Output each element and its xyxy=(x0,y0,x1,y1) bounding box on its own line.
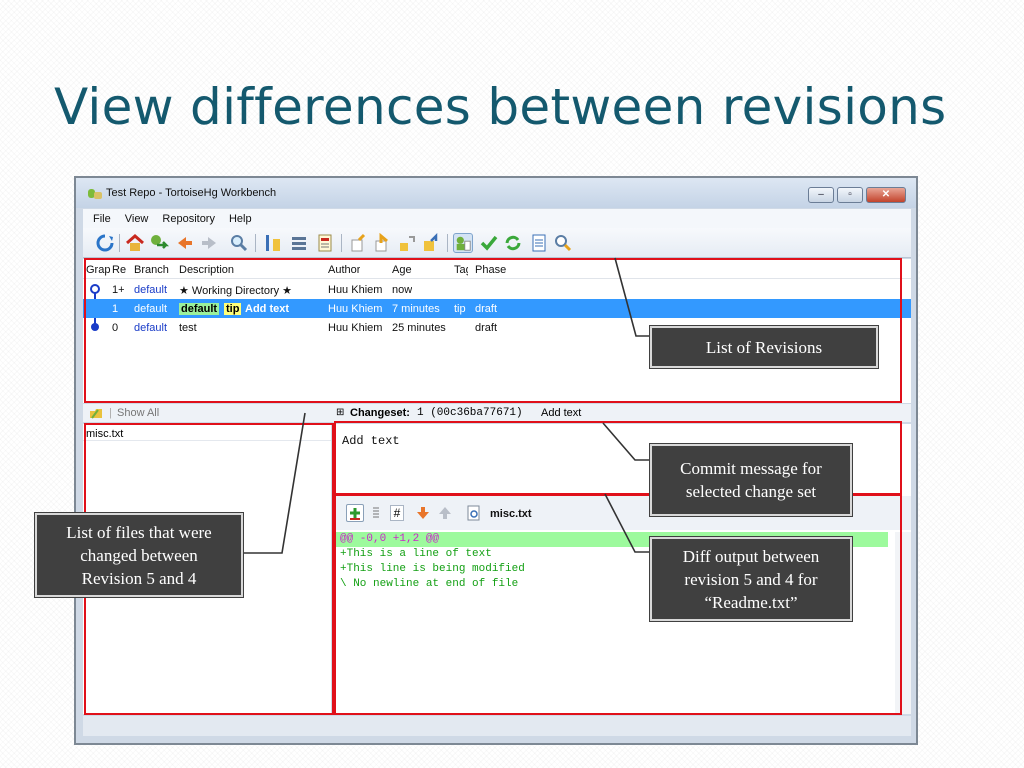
sync-icon[interactable] xyxy=(421,232,441,253)
rev-phase: draft xyxy=(475,322,498,334)
show-all-button[interactable]: Show All xyxy=(117,407,160,419)
filter-folder-icon[interactable] xyxy=(89,406,103,423)
branch-tag-badge: default xyxy=(179,303,220,315)
rev-age: now xyxy=(392,284,413,296)
callout-text: Revision 5 and 4 xyxy=(81,568,197,588)
callout-text: List of files that were xyxy=(66,522,212,542)
file-list-item[interactable]: misc.txt xyxy=(83,424,331,441)
diff-scrollbar[interactable] xyxy=(895,532,911,714)
rev-branch: default xyxy=(134,322,168,334)
repository-stack-icon[interactable] xyxy=(289,233,309,253)
annotate-icon[interactable] xyxy=(372,506,380,520)
rev-age: 7 minutes xyxy=(392,303,440,315)
menu-view[interactable]: View xyxy=(124,212,149,225)
slide-title: View differences between revisions xyxy=(54,78,947,136)
callout-text: Diff output between xyxy=(682,546,820,566)
rev-author: Huu Khiem xyxy=(328,284,383,296)
refresh-icon[interactable] xyxy=(95,233,115,253)
minimize-button[interactable]: – xyxy=(808,187,834,203)
revision-row-1-selected[interactable]: 1 default default tip Add text Huu Khiem… xyxy=(83,299,911,318)
callout-text: “Readme.txt” xyxy=(704,592,798,612)
log-document-icon[interactable] xyxy=(315,233,335,253)
column-tag[interactable]: Tag xyxy=(454,264,468,276)
column-age[interactable]: Age xyxy=(392,264,412,276)
revision-table-header: Grap Rev Branch Description Author Age T… xyxy=(83,259,911,279)
menu-repository[interactable]: Repository xyxy=(162,212,215,225)
rev-author: Huu Khiem xyxy=(328,303,383,315)
back-arrow-icon[interactable] xyxy=(175,233,195,253)
column-graph[interactable]: Grap xyxy=(86,264,110,276)
rev-number: 1+ xyxy=(112,284,125,296)
diff-line: \ No newline at end of file xyxy=(340,578,519,590)
revision-row-working-directory[interactable]: 1+ default ★ Working Directory ★ Huu Khi… xyxy=(83,280,911,299)
callout-text: List of Revisions xyxy=(705,337,823,357)
forward-arrow-icon[interactable] xyxy=(199,233,219,253)
next-hunk-arrow-icon[interactable] xyxy=(416,506,430,520)
changeset-info-bar: | Show All ⊞ Changeset: 1 (00c36ba77671)… xyxy=(83,404,911,422)
column-phase[interactable]: Phase xyxy=(475,264,507,276)
maximize-button[interactable]: ▫ xyxy=(837,187,863,203)
search-icon[interactable] xyxy=(229,233,249,253)
tortoisehg-app-icon xyxy=(88,187,102,200)
title-bar: Test Repo - TortoiseHg Workbench – ▫ ✕ xyxy=(76,178,916,208)
file-search-icon[interactable] xyxy=(466,505,482,521)
rev-branch: default xyxy=(134,284,168,296)
changeset-summary: Add text xyxy=(541,407,582,419)
column-rev[interactable]: Rev xyxy=(112,264,126,276)
menu-file[interactable]: File xyxy=(93,212,111,225)
menu-bar: File View Repository Help xyxy=(83,209,911,228)
revision-row-0[interactable]: 0 default test Huu Khiem 25 minutes draf… xyxy=(83,318,911,337)
goto-icon[interactable] xyxy=(149,233,170,253)
rev-phase: draft xyxy=(475,303,498,315)
column-branch[interactable]: Branch xyxy=(134,264,169,276)
rev-description: Add text xyxy=(245,303,289,315)
add-diff-icon[interactable] xyxy=(346,504,364,522)
callout-changed-files: List of files that were changed between … xyxy=(34,512,244,598)
workbench-view-icon[interactable] xyxy=(453,233,473,253)
callout-list-of-revisions: List of Revisions xyxy=(649,325,879,369)
rev-description: test xyxy=(179,322,197,334)
rev-branch: default xyxy=(134,303,168,315)
rev-age: 25 minutes xyxy=(392,322,446,334)
grep-search-icon[interactable] xyxy=(553,233,573,253)
pull-icon[interactable] xyxy=(373,232,393,253)
checkmark-icon[interactable] xyxy=(479,233,499,253)
branch-graph-icon[interactable] xyxy=(263,233,283,253)
callout-text: Commit message for xyxy=(680,459,822,478)
diff-line: +This is a line of text xyxy=(340,548,492,560)
rev-author: Huu Khiem xyxy=(328,322,383,334)
commit-icon[interactable] xyxy=(349,233,369,253)
column-author[interactable]: Author xyxy=(328,264,361,276)
home-icon[interactable] xyxy=(125,233,145,253)
main-toolbar xyxy=(83,228,911,258)
close-button[interactable]: ✕ xyxy=(866,187,906,203)
rev-number: 0 xyxy=(112,322,119,334)
callout-text: revision 5 and 4 for xyxy=(684,569,818,589)
diff-line: @@ -0,0 +1,2 @@ xyxy=(340,533,440,545)
commit-message-text: Add text xyxy=(342,434,400,448)
previous-hunk-arrow-icon[interactable] xyxy=(438,506,452,520)
rev-description: ★ Working Directory ★ xyxy=(179,285,293,297)
callout-text: changed between xyxy=(80,545,198,565)
status-bar xyxy=(83,716,911,736)
recycle-icon[interactable] xyxy=(503,233,523,253)
window-title: Test Repo - TortoiseHg Workbench xyxy=(106,187,277,199)
revisions-highlight-box xyxy=(84,258,902,403)
changeset-value: 1 (00c36ba77671) xyxy=(417,407,523,419)
column-description[interactable]: Description xyxy=(179,264,235,276)
callout-diff-output: Diff output between revision 5 and 4 for… xyxy=(649,536,853,622)
diff-line: +This line is being modified xyxy=(340,563,525,575)
line-numbers-icon[interactable]: # xyxy=(390,505,404,521)
push-icon[interactable] xyxy=(397,233,417,253)
changeset-label: Changeset: xyxy=(350,407,410,419)
diff-file-name: misc.txt xyxy=(490,508,532,520)
callout-text: selected change set xyxy=(685,482,817,501)
rev-tag: tip xyxy=(454,303,466,315)
manifest-document-icon[interactable] xyxy=(529,233,549,253)
tip-tag-badge: tip xyxy=(224,303,242,315)
expand-changeset-icon[interactable]: ⊞ xyxy=(336,407,345,418)
menu-help[interactable]: Help xyxy=(228,212,252,225)
callout-commit-message: Commit message for selected change set xyxy=(649,443,853,517)
rev-number: 1 xyxy=(112,303,119,315)
